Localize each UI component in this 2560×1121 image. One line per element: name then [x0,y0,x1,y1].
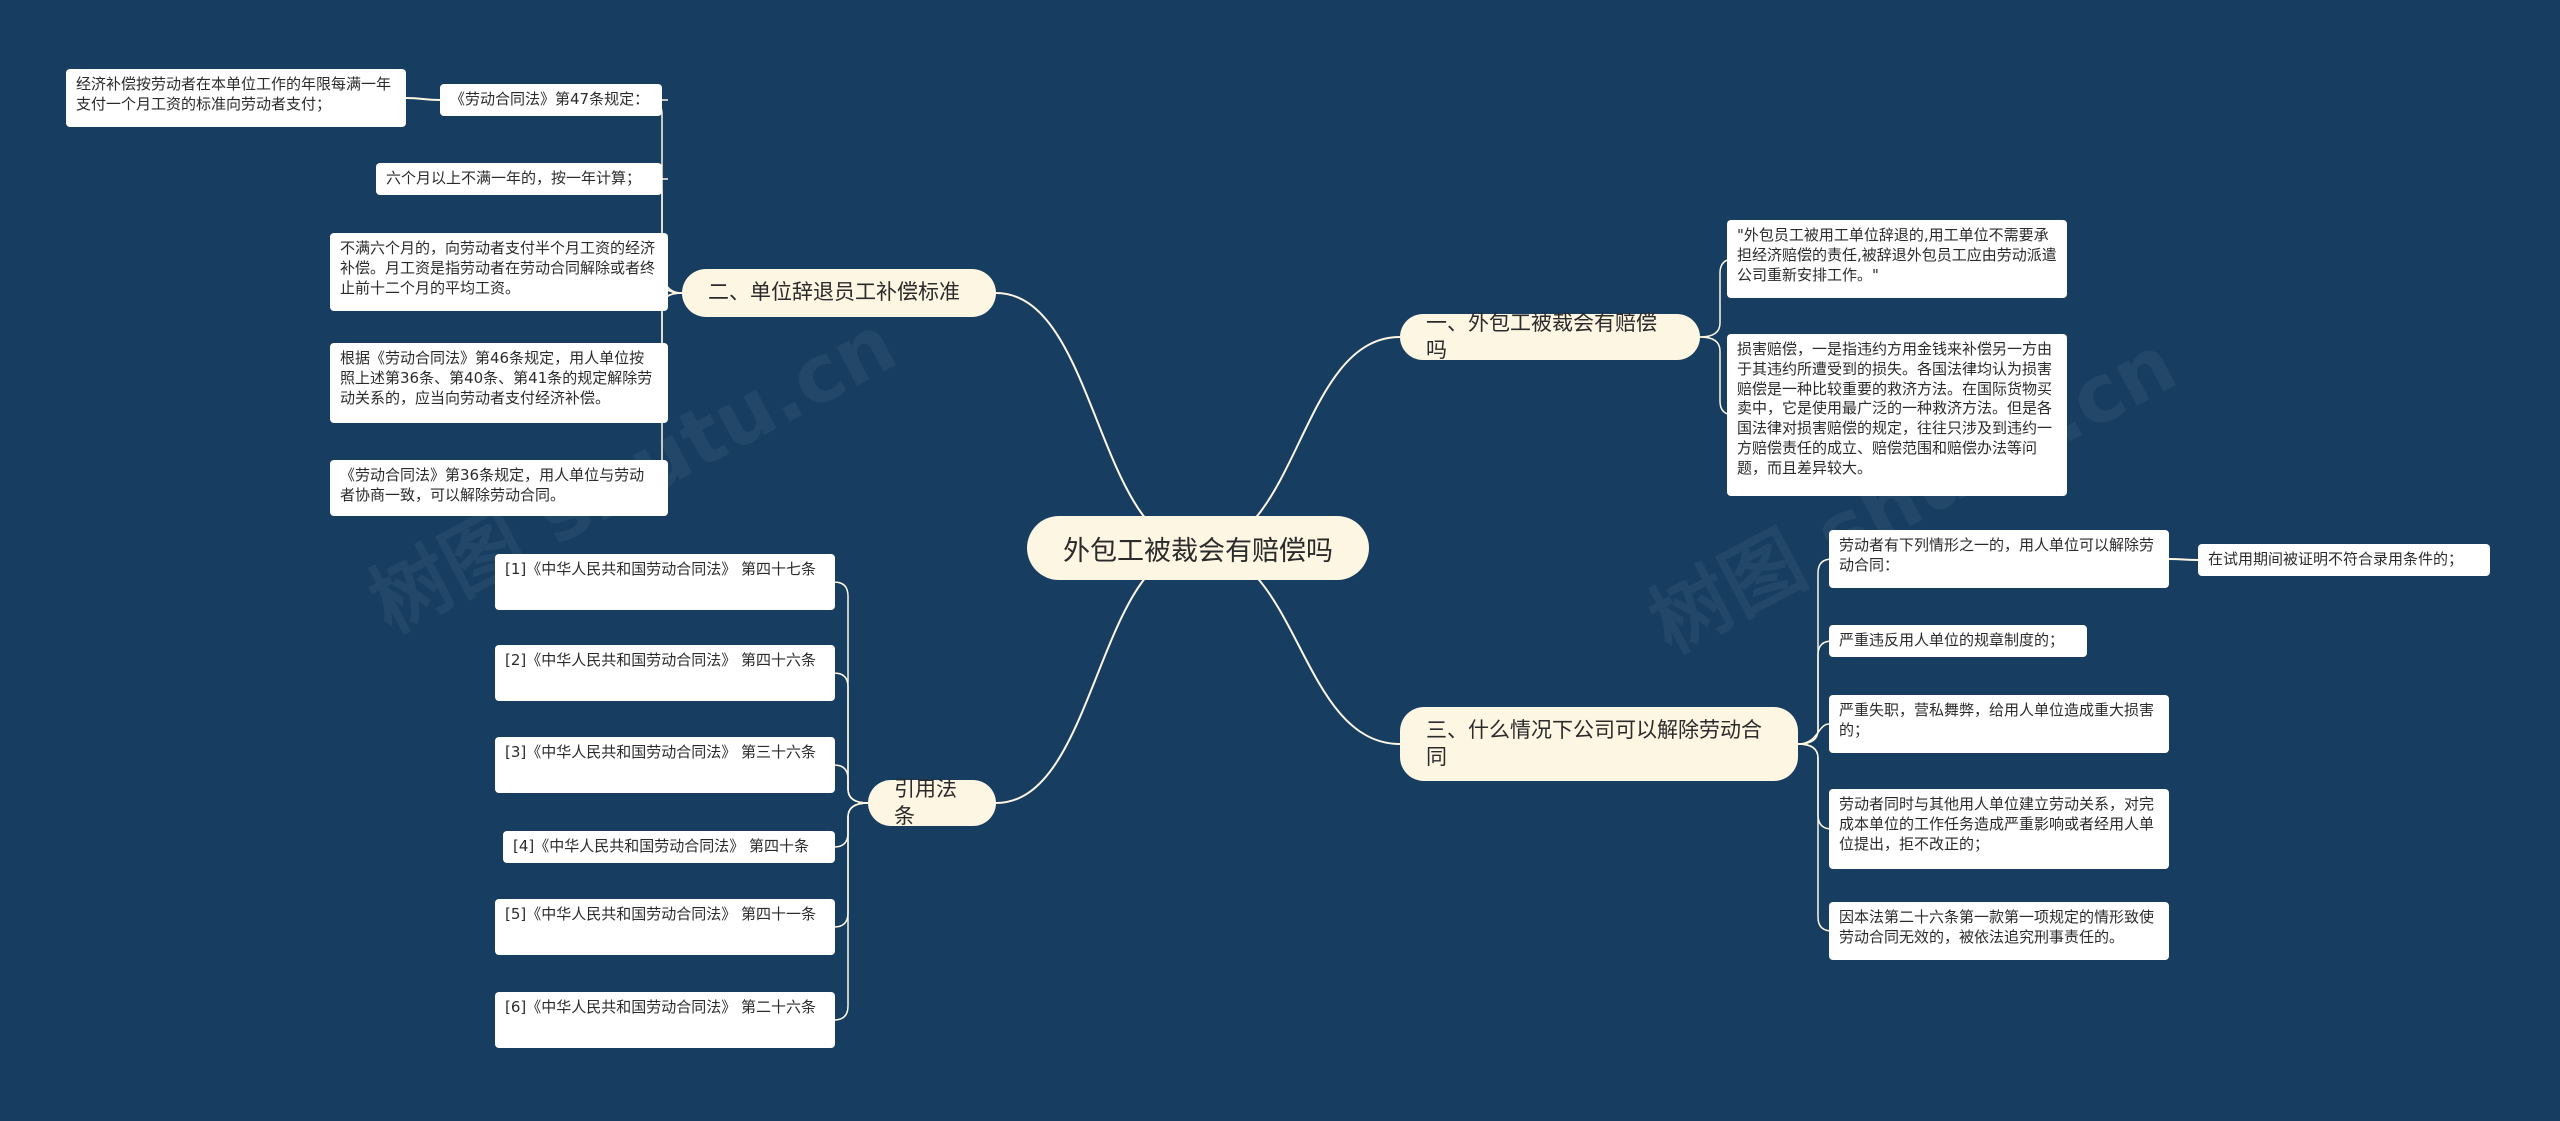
root-topic[interactable]: 外包工被裁会有赔偿吗 [1027,516,1369,580]
branch-compensation-standard[interactable]: 二、单位辞退员工补偿标准 [682,269,996,317]
leaf-law-1[interactable]: [1]《中华人民共和国劳动合同法》 第四十七条 [495,554,835,610]
branch-laws[interactable]: 引用法条 [868,777,996,828]
leaf-termination-0[interactable]: 劳动者有下列情形之一的，用人单位可以解除劳动合同： [1829,530,2169,588]
leaf-outsourced-1[interactable]: 损害赔偿，一是指违约方用金钱来补偿另一方由于其违约所遭受到的损失。各国法律均认为… [1727,334,2067,496]
link-termination-2 [1797,723,1830,745]
leaf-law-2[interactable]: [2]《中华人民共和国劳动合同法》 第四十六条 [495,645,835,701]
link-laws-4 [833,802,869,928]
leaf-termination-3[interactable]: 劳动者同时与其他用人单位建立劳动关系，对完成本单位的工作任务造成严重影响或者经用… [1829,789,2169,869]
link-root-compensation [995,292,1199,549]
leaf-law-5[interactable]: [5]《中华人民共和国劳动合同法》 第四十一条 [495,899,835,955]
leaf-termination-sub[interactable]: 在试用期间被证明不符合录用条件的； [2198,544,2490,576]
leaf-compensation-0[interactable]: 《劳动合同法》第47条规定： [440,84,662,116]
leaf-law-3[interactable]: [3]《中华人民共和国劳动合同法》 第三十六条 [495,737,835,793]
leaf-compensation-2[interactable]: 不满六个月的，向劳动者支付半个月工资的经济补偿。月工资是指劳动者在劳动合同解除或… [330,233,668,311]
branch-termination[interactable]: 三、什么情况下公司可以解除劳动合同 [1400,707,1798,781]
leaf-compensation-4[interactable]: 《劳动合同法》第36条规定，用人单位与劳动者协商一致，可以解除劳动合同。 [330,460,668,516]
link-laws-1 [833,672,869,804]
link-termination-4 [1797,743,1833,932]
link-root-laws [995,547,1199,804]
leaf-termination-4[interactable]: 因本法第二十六条第一款第一项规定的情形致使劳动合同无效的，被依法追究刑事责任的。 [1829,902,2169,960]
leaf-termination-1[interactable]: 严重违反用人单位的规章制度的； [1829,625,2087,657]
link-laws-2 [833,764,869,804]
leaf-compensation-1[interactable]: 六个月以上不满一年的，按一年计算； [376,163,662,195]
branch-outsourced[interactable]: 一、外包工被裁会有赔偿吗 [1400,311,1700,362]
link-compensation-sub [405,97,441,101]
leaf-outsourced-0[interactable]: "外包员工被用工单位辞退的,用工单位不需要承担经济赔偿的责任,被辞退外包员工应由… [1727,220,2067,298]
link-laws-5 [833,802,869,1021]
link-termination-sub [2168,558,2199,561]
link-termination-3 [1797,743,1833,830]
leaf-law-4[interactable]: [4]《中华人民共和国劳动合同法》 第四十条 [503,831,835,863]
link-laws-3 [833,802,869,848]
leaf-termination-2[interactable]: 严重失职，营私舞弊，给用人单位造成重大损害的； [1829,695,2169,753]
leaf-law-6[interactable]: [6]《中华人民共和国劳动合同法》 第二十六条 [495,992,835,1048]
link-laws-0 [833,581,869,804]
leaf-compensation-3[interactable]: 根据《劳动合同法》第46条规定，用人单位按照上述第36条、第40条、第41条的规… [330,343,668,423]
link-termination-1 [1797,640,1833,745]
leaf-compensation-sub[interactable]: 经济补偿按劳动者在本单位工作的年限每满一年支付一个月工资的标准向劳动者支付； [66,69,406,127]
